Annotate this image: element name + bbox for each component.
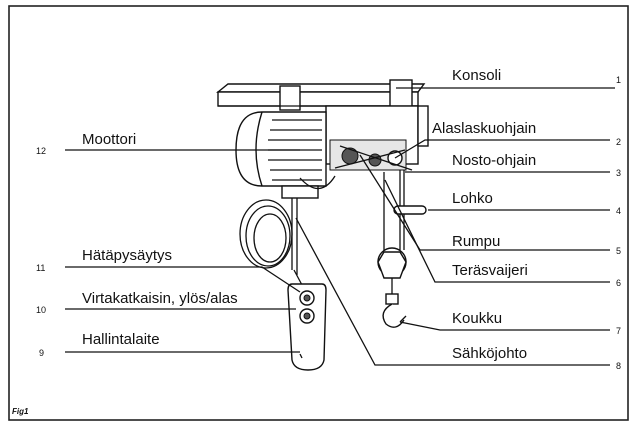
label-sahkojohto: Sähköjohto (452, 345, 527, 362)
figure-label: Fig1 (12, 407, 29, 416)
number-8: 8 (616, 361, 621, 371)
label-nosto-ohjain: Nosto-ohjain (452, 152, 536, 169)
number-11: 11 (36, 263, 45, 273)
hoist-illustration (216, 79, 429, 371)
motor (235, 111, 336, 199)
label-rumpu: Rumpu (452, 233, 500, 250)
electric-cable (239, 198, 303, 286)
hook (382, 293, 407, 328)
leader-11 (65, 266, 301, 293)
label-hatapysaytys: Hätäpysäytys (82, 247, 172, 264)
label-terasvaijeri: Teräsvaijeri (452, 262, 528, 279)
leader-8 (295, 217, 610, 366)
figure-frame (8, 5, 629, 421)
part-labels: Konsoli 1 Alaslaskuohjain 2 Nosto-ohjain… (36, 67, 621, 371)
leader-6 (384, 179, 610, 283)
number-2: 2 (616, 137, 621, 147)
number-6: 6 (616, 278, 621, 288)
number-9: 9 (39, 348, 44, 358)
leader-lines (65, 87, 615, 366)
number-5: 5 (616, 246, 621, 256)
label-hallintalaite: Hallintalaite (82, 331, 160, 348)
number-10: 10 (36, 305, 46, 315)
leader-7 (399, 321, 610, 331)
label-koukku: Koukku (452, 310, 502, 327)
number-3: 3 (616, 168, 621, 178)
number-12: 12 (36, 146, 46, 156)
hoist-housing (325, 105, 429, 171)
label-konsoli: Konsoli (452, 67, 501, 84)
pulley-block (377, 205, 427, 296)
label-virtakatkaisin: Virtakatkaisin, ylös/alas (82, 290, 238, 307)
number-4: 4 (616, 206, 621, 216)
pendant-control (287, 283, 327, 371)
number-1: 1 (616, 75, 621, 85)
label-moottori: Moottori (82, 131, 136, 148)
leader-2 (394, 139, 610, 159)
number-7: 7 (616, 326, 621, 336)
label-alaslaskuohjain: Alaslaskuohjain (432, 120, 536, 137)
label-lohko: Lohko (452, 190, 493, 207)
